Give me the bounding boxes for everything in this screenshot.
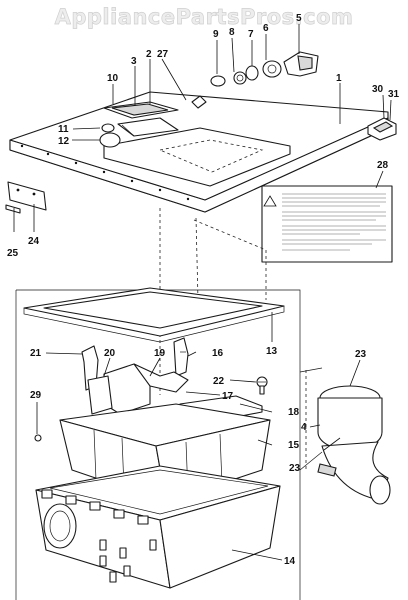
callout-3: 3 [131,56,137,67]
callout-13: 13 [266,346,278,357]
gasket [23,287,285,343]
hinge-plate [5,181,47,214]
small-fastener-group [99,84,207,148]
top-cover-panel [9,91,389,213]
callout-9: 9 [213,29,219,40]
callout-labels: 1 2 3 27 5 6 7 8 9 10 11 12 30 31 28 24 … [7,13,400,567]
callout-16: 16 [212,348,224,359]
callout-19: 19 [154,348,166,359]
callout-5: 5 [296,13,302,24]
watermark-text: AppliancePartsPros.com [55,5,354,29]
callout-10: 10 [107,73,119,84]
callout-11: 11 [58,124,69,135]
callout-31: 31 [388,89,400,100]
callout-28: 28 [377,160,389,171]
callout-4: 4 [301,422,307,433]
callout-2: 2 [146,49,152,60]
elbow-hose-assembly [299,367,391,505]
callout-30: 30 [372,84,384,95]
callout-12: 12 [58,136,70,147]
callout-6: 6 [263,23,269,34]
warning-label [261,185,393,263]
cover-edge-holes [20,144,190,201]
hatch-assembly [103,101,179,137]
callout-21: 21 [30,348,42,359]
screw [256,376,268,395]
fittings-group [210,51,319,87]
callout-15: 15 [288,440,300,451]
base-pan-tubes [41,489,157,583]
callout-1: 1 [336,73,342,84]
callout-25: 25 [7,248,19,259]
leader-lines [13,24,392,561]
callout-8: 8 [229,27,235,38]
lower-assembly-frame [15,289,301,600]
warning-label-icon [263,195,277,207]
cover-raised-panel [103,127,291,187]
callout-24: 24 [28,236,40,247]
base-pan [35,465,281,589]
callout-23-bottom: 23 [289,463,301,474]
callout-20: 20 [104,348,116,359]
callout-7: 7 [248,29,254,40]
latch-assembly [367,117,397,141]
callout-23-top: 23 [355,349,367,360]
side-screw [34,434,42,442]
callout-18: 18 [288,407,300,418]
callout-17: 17 [222,391,234,402]
callout-29: 29 [30,390,42,401]
callout-27: 27 [157,49,169,60]
callout-22: 22 [213,376,225,387]
callout-14: 14 [284,556,296,567]
